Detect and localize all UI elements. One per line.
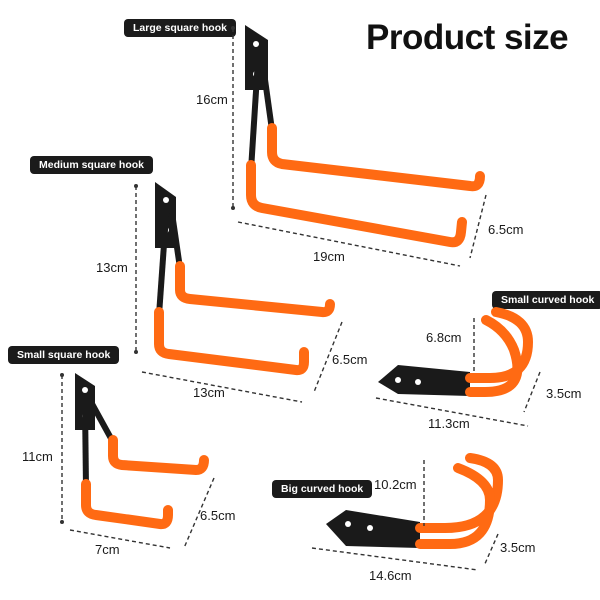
large-hook-length: 19cm	[313, 249, 345, 264]
large-hook-depth: 6.5cm	[488, 222, 524, 237]
small-square-hook-depth: 6.5cm	[200, 508, 236, 523]
big-curved-hook-label: Big curved hook	[272, 480, 373, 498]
large-square-hook-label: Large square hook	[124, 19, 236, 37]
big-curved-hook-image	[326, 453, 504, 549]
small-curved-hook-height: 6.8cm	[426, 330, 462, 345]
medium-square-hook-image	[154, 182, 335, 376]
large-hook-height: 16cm	[196, 92, 228, 107]
small-curved-hook-label: Small curved hook	[492, 291, 600, 309]
medium-hook-height: 13cm	[96, 260, 128, 275]
big-curved-hook-depth: 3.5cm	[500, 540, 536, 555]
medium-hook-depth: 6.5cm	[332, 352, 368, 367]
small-square-hook-image	[75, 373, 209, 530]
page-title: Product size	[366, 18, 569, 57]
small-square-hook-length: 7cm	[95, 542, 120, 557]
small-curved-hook-depth: 3.5cm	[546, 386, 582, 401]
large-square-hook-image	[245, 25, 485, 248]
small-curved-hook-length: 11.3cm	[428, 416, 470, 431]
medium-hook-length: 13cm	[193, 385, 225, 400]
big-curved-hook-length: 14.6cm	[369, 568, 412, 583]
small-curved-hook-image	[378, 307, 534, 397]
medium-square-hook-label: Medium square hook	[30, 156, 154, 174]
small-square-hook-height: 11cm	[22, 449, 53, 464]
small-square-hook-label: Small square hook	[8, 346, 120, 364]
big-curved-hook-height: 10.2cm	[374, 477, 417, 492]
